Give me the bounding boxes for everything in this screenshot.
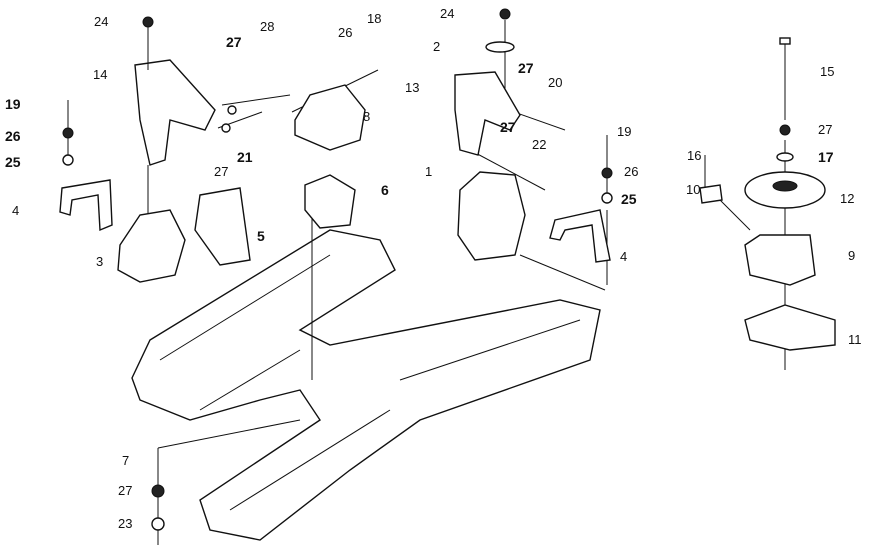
- callout-9: 9: [848, 248, 856, 263]
- callout-21: 21: [237, 149, 253, 165]
- callout-27: 27: [226, 34, 242, 50]
- callout-14: 14: [93, 67, 108, 82]
- callout-27: 27: [500, 119, 516, 135]
- mount-3: [117, 209, 186, 283]
- callout-2: 2: [433, 39, 441, 54]
- bracket-10: [699, 184, 723, 204]
- callout-16: 16: [687, 148, 702, 163]
- callout-17: 17: [818, 149, 834, 165]
- callout-19: 19: [5, 96, 21, 112]
- callout-26: 26: [624, 164, 639, 179]
- callout-13: 13: [405, 80, 420, 95]
- callout-26: 26: [338, 25, 353, 40]
- callout-11: 11: [848, 332, 862, 347]
- callout-10: 10: [686, 182, 701, 197]
- callout-27: 27: [214, 164, 229, 179]
- callout-26: 26: [5, 128, 21, 144]
- callout-5: 5: [257, 228, 265, 244]
- callout-24: 24: [94, 14, 109, 29]
- callout-3: 3: [96, 254, 104, 269]
- callout-22: 22: [532, 137, 547, 152]
- callout-25: 25: [5, 154, 21, 170]
- mount-9: [744, 234, 816, 286]
- callout-27: 27: [118, 483, 133, 498]
- callout-12: 12: [840, 191, 855, 206]
- bracket-14: [134, 59, 216, 166]
- crossmember: [131, 229, 601, 541]
- strap-4-right: [549, 209, 611, 263]
- strap-4-left: [59, 179, 113, 232]
- callout-28: 28: [260, 19, 275, 34]
- callout-6: 6: [381, 182, 389, 198]
- mount-1: [457, 171, 526, 261]
- callout-24: 24: [440, 6, 455, 21]
- shield-5: [194, 187, 251, 266]
- callout-27: 27: [518, 60, 534, 76]
- callout-4: 4: [12, 203, 20, 218]
- callout-27: 27: [818, 122, 833, 137]
- mount-6: [304, 174, 356, 229]
- callout-23: 23: [118, 516, 133, 531]
- mount-8: [294, 84, 366, 151]
- bracket-11: [744, 304, 836, 351]
- callout-25: 25: [621, 191, 637, 207]
- callout-4: 4: [620, 249, 628, 264]
- callout-20: 20: [548, 75, 563, 90]
- callout-1: 1: [425, 164, 433, 179]
- callout-8: 8: [363, 109, 371, 124]
- callout-19: 19: [617, 124, 632, 139]
- callout-7: 7: [122, 453, 130, 468]
- callout-15: 15: [820, 64, 835, 79]
- callout-18: 18: [367, 11, 382, 26]
- bracket-13: [454, 71, 521, 156]
